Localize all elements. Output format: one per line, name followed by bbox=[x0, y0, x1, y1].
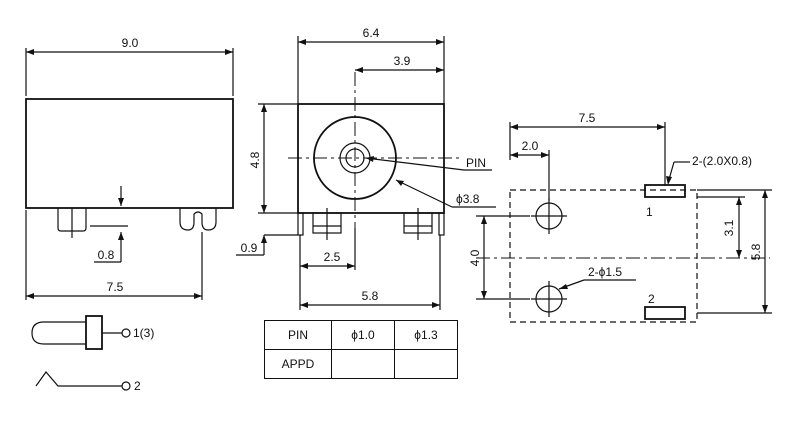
dim-5-8-bottom: 5.8 bbox=[362, 289, 379, 303]
dim-9-0: 9.0 bbox=[122, 36, 139, 50]
dim-2-5: 2.5 bbox=[324, 250, 341, 264]
dim-3-1: 3.1 bbox=[722, 219, 736, 236]
dim-4-8: 4.8 bbox=[248, 151, 262, 168]
table-cell bbox=[394, 349, 458, 379]
dim-3-9: 3.9 bbox=[394, 54, 411, 68]
slot-note: 2-(2.0X0.8) bbox=[692, 154, 752, 168]
pcb-layout: 7.5 2.0 1 2 2-(2.0X0.8) 2-ϕ1.5 bbox=[468, 111, 772, 323]
table-cell: ϕ1.3 bbox=[394, 320, 458, 350]
dim-4-0: 4.0 bbox=[468, 249, 482, 266]
pad-1-label: 1 bbox=[646, 205, 653, 219]
dim-5-8-right: 5.8 bbox=[749, 243, 763, 260]
pad-2-label: 2 bbox=[648, 292, 655, 306]
hole-note: 2-ϕ1.5 bbox=[588, 265, 622, 279]
dim-0-8: 0.8 bbox=[98, 248, 115, 262]
pin-label: PIN bbox=[466, 156, 486, 170]
side-view: 9.0 0.8 7.5 bbox=[25, 36, 234, 300]
dim-7-5-right: 7.5 bbox=[579, 111, 596, 125]
pin-table: PIN ϕ1.0 ϕ1.3 APPD bbox=[264, 320, 458, 379]
table-cell: PIN bbox=[264, 320, 332, 350]
dim-2-0: 2.0 bbox=[522, 139, 539, 153]
legend-2: 2 bbox=[134, 379, 141, 393]
dim-7-5-left: 7.5 bbox=[107, 280, 124, 294]
front-view: 6.4 3.9 4.8 0.9 bbox=[236, 26, 496, 310]
table-row: APPD bbox=[264, 349, 458, 379]
table-cell bbox=[331, 349, 395, 379]
table-cell: ϕ1.0 bbox=[331, 320, 395, 350]
phi-3-8-label: ϕ3.8 bbox=[456, 192, 480, 206]
table-cell: APPD bbox=[264, 349, 332, 379]
legend-1: 1(3) bbox=[133, 326, 154, 340]
dim-6-4: 6.4 bbox=[363, 26, 380, 40]
dim-0-9: 0.9 bbox=[241, 241, 258, 255]
pin-legend: 1(3) 2 bbox=[31, 315, 154, 393]
table-row: PIN ϕ1.0 ϕ1.3 bbox=[264, 320, 458, 350]
